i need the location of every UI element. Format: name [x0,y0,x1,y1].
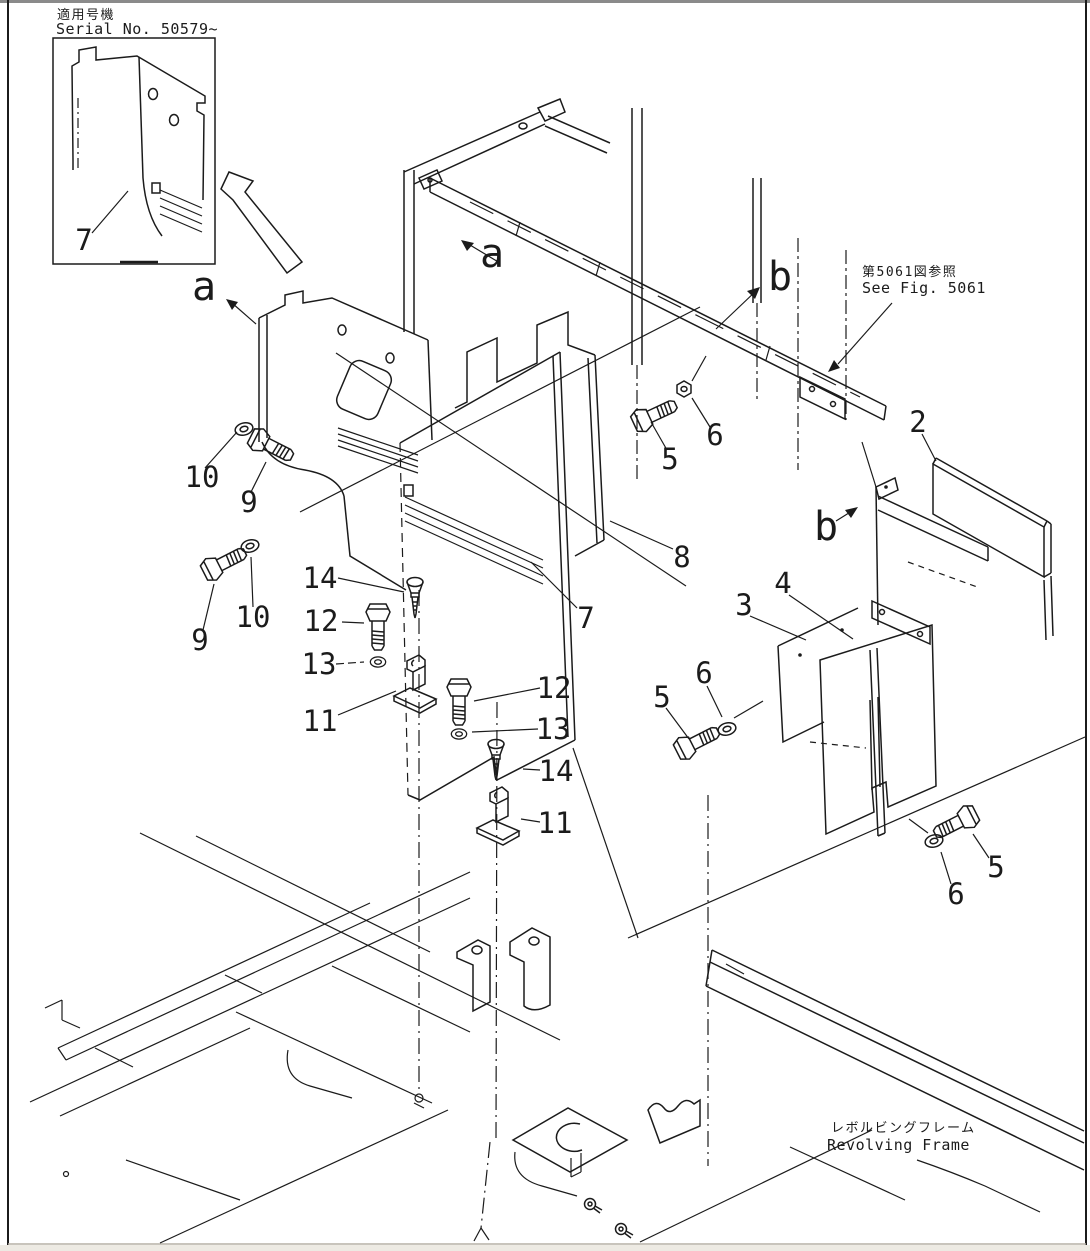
callout-part-4: 4 [774,566,791,600]
callout-part-6: 6 [706,418,723,452]
nut-6 [676,380,692,398]
view-label-a-top: a [480,231,504,277]
washer-13 [369,656,387,668]
bolt-12 [446,678,472,726]
serial-inset [52,37,216,265]
frame-caption-en: Revolving Frame [827,1136,970,1154]
callout-part-11: 11 [303,704,338,738]
callout-part-14: 14 [539,754,574,788]
callout-part-6: 6 [695,656,712,690]
washer-13 [450,728,468,740]
callout-part-10: 10 [236,600,271,634]
callout-part-7: 7 [577,601,594,635]
callout-part-5: 5 [987,850,1004,884]
callout-part-9: 9 [191,623,208,657]
callout-labels: 7 a 10 9 9 10 14 12 13 11 a b 5 6 8 7 2 … [75,223,1004,911]
callout-part-2: 2 [909,405,926,439]
see-fig-arrow [828,360,840,372]
panel-2 [932,457,1052,579]
callout-part-9: 9 [240,485,257,519]
callout-part-3: 3 [735,588,752,622]
callout-part-5: 5 [653,680,670,714]
revolving-frame [29,832,1085,1244]
view-b-arrow [747,287,760,299]
view-b-arrow [845,507,858,518]
leader-lines [202,244,990,885]
view-a-arrow [226,299,238,310]
panel-3-4-assembly [777,441,1054,837]
callout-part-8: 8 [673,540,690,574]
cab-frame [403,98,887,480]
view-label-b-top: b [768,254,792,300]
see-fig-label-en: See Fig. 5061 [862,279,986,297]
washer-6 [923,832,945,850]
view-label-b-right: b [814,504,838,550]
inset-pointer-arrow [220,171,304,275]
annotations: 適用号機 Serial No. 50579~ 第5061図参照 See Fig.… [56,7,986,1154]
screw-14 [406,576,424,619]
callout-part-5: 5 [661,442,678,476]
callout-part-14: 14 [303,561,338,595]
frame-diagonals [299,306,1086,939]
frame-caption-jp: レボルビングフレーム [831,1121,976,1136]
serial-label-en: Serial No. 50579~ [56,20,218,38]
serial-label-jp: 適用号機 [57,7,115,23]
clamp-11 [476,786,520,846]
callout-part-12: 12 [537,671,572,705]
panel-7 [399,351,576,801]
callout-part-11: 11 [538,806,573,840]
callout-part-10: 10 [185,460,220,494]
washer-10 [239,537,261,555]
view-a-arrow [461,240,474,251]
callout-part-13: 13 [536,712,571,746]
left-side-panel [258,290,433,591]
see-fig-label-jp: 第5061図参照 [862,264,957,280]
bolt-9 [197,540,252,585]
callout-part-6: 6 [947,877,964,911]
bolt-12 [365,603,391,651]
clamp-11 [393,654,437,714]
bolt-9 [244,424,299,469]
callout-part-7-inset: 7 [75,223,92,257]
arrowheads [226,240,858,518]
centre-axes [413,590,709,1242]
callout-part-13: 13 [302,647,337,681]
callout-part-12: 12 [304,604,339,638]
view-label-a-left: a [192,264,216,310]
panel-8 [454,310,605,557]
